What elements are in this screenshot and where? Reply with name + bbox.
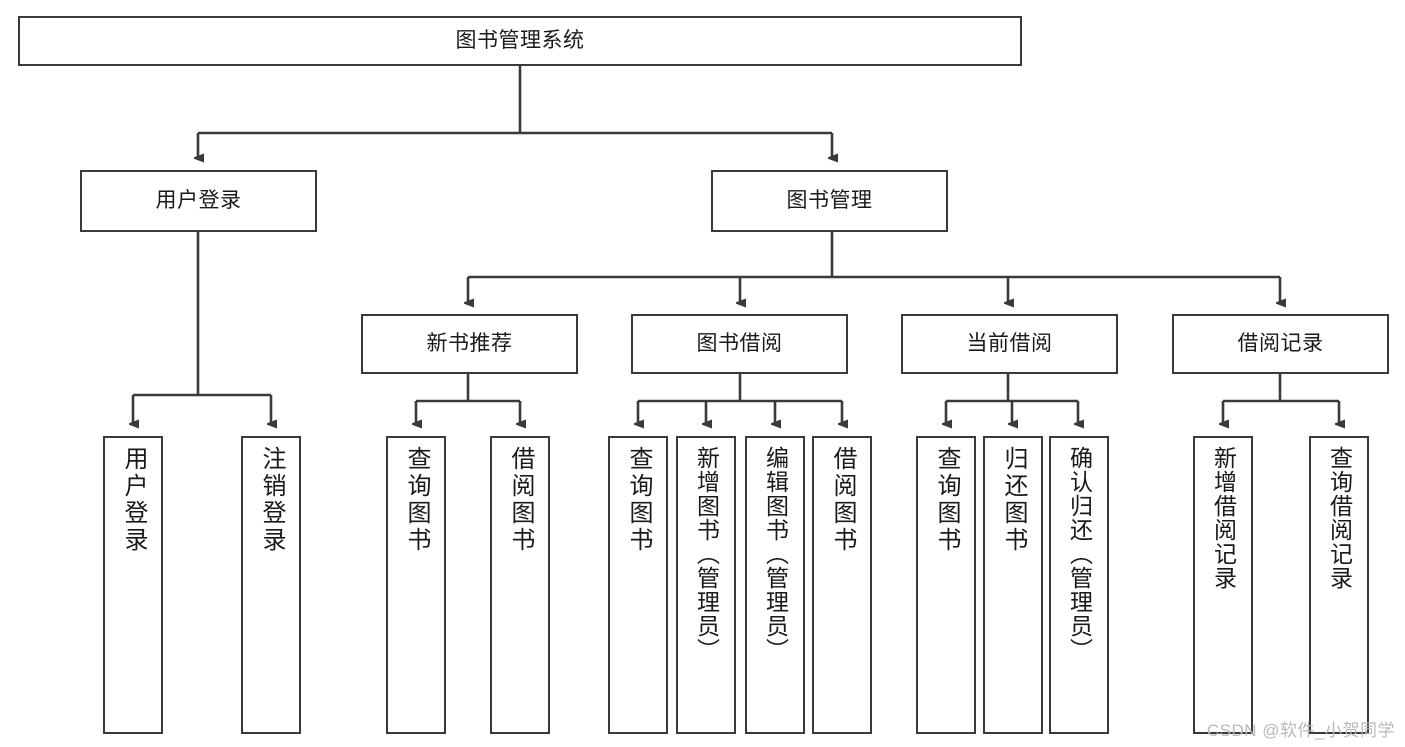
leaf-borrow-edit-book-admin[interactable]: 编辑图书（管理员） (745, 436, 805, 734)
node-label: 新增借阅记录 (1210, 446, 1237, 590)
node-book-borrow[interactable]: 图书借阅 (631, 314, 848, 374)
leaf-current-return-book[interactable]: 归还图书 (983, 436, 1043, 734)
node-new-book-recommend[interactable]: 新书推荐 (361, 314, 578, 374)
node-label: 查询图书 (625, 446, 652, 554)
node-label: 图书管理系统 (455, 28, 585, 52)
node-label: 查询借阅记录 (1326, 446, 1353, 590)
node-label: 新增图书（管理员） (693, 446, 720, 662)
leaf-user-login-login[interactable]: 用户登录 (103, 436, 163, 734)
node-borrow-record[interactable]: 借阅记录 (1172, 314, 1389, 374)
node-label: 归还图书 (1000, 446, 1027, 554)
node-label: 当前借阅 (966, 331, 1053, 355)
node-user-login[interactable]: 用户登录 (80, 170, 317, 232)
node-label: 查询图书 (403, 446, 430, 554)
leaf-borrow-add-book-admin[interactable]: 新增图书（管理员） (676, 436, 736, 734)
leaf-recommend-query-book[interactable]: 查询图书 (386, 436, 446, 734)
node-label: 用户登录 (155, 188, 242, 212)
leaf-borrow-query-book[interactable]: 查询图书 (608, 436, 668, 734)
node-label: 注销登录 (258, 446, 285, 554)
leaf-borrow-borrow-book[interactable]: 借阅图书 (812, 436, 872, 734)
node-label: 新书推荐 (426, 331, 513, 355)
node-label: 确认归还（管理员） (1066, 446, 1093, 662)
node-label: 编辑图书（管理员） (762, 446, 789, 662)
node-label: 借阅图书 (507, 446, 534, 554)
node-label: 借阅图书 (829, 446, 856, 554)
node-label: 用户登录 (120, 446, 147, 554)
leaf-current-query-book[interactable]: 查询图书 (916, 436, 976, 734)
watermark: CSDN @软件_小贺同学 (1206, 721, 1395, 740)
node-book-management[interactable]: 图书管理 (711, 170, 948, 232)
node-root-system[interactable]: 图书管理系统 (18, 16, 1022, 66)
node-label: 查询图书 (933, 446, 960, 554)
leaf-record-add-record[interactable]: 新增借阅记录 (1193, 436, 1253, 734)
node-current-borrow[interactable]: 当前借阅 (901, 314, 1118, 374)
leaf-recommend-borrow-book[interactable]: 借阅图书 (490, 436, 550, 734)
node-label: 图书管理 (786, 188, 873, 212)
leaf-record-query-record[interactable]: 查询借阅记录 (1309, 436, 1369, 734)
leaf-user-login-logout[interactable]: 注销登录 (241, 436, 301, 734)
node-label: 借阅记录 (1237, 331, 1324, 355)
leaf-current-confirm-return-admin[interactable]: 确认归还（管理员） (1049, 436, 1109, 734)
node-label: 图书借阅 (696, 331, 783, 355)
